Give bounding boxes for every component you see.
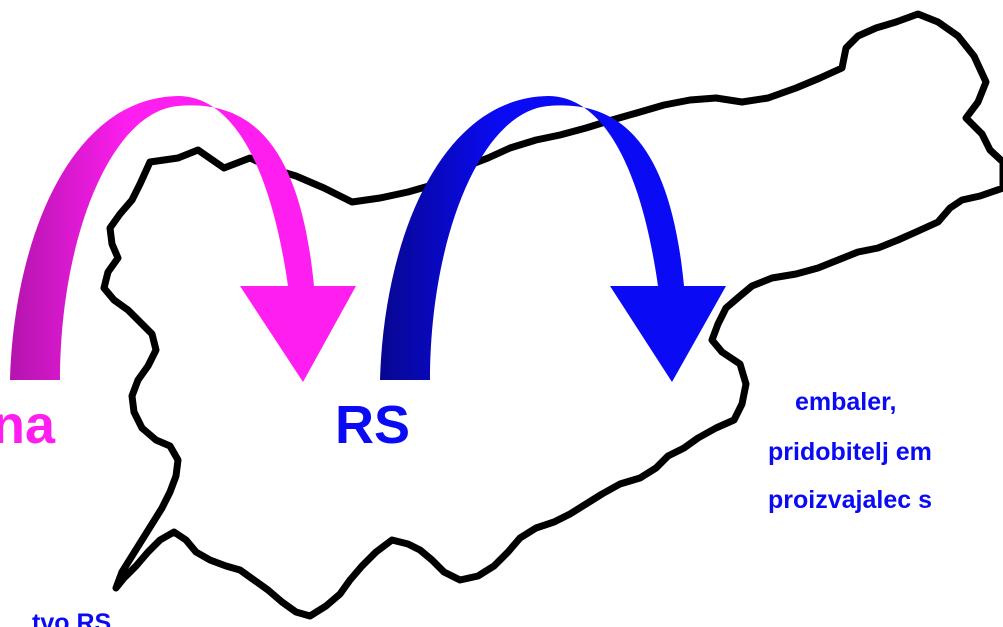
note-line-1: embaler, [795,388,897,416]
note-line-2: pridobitelj em [768,438,932,466]
note-line-3: proizvajalec s [768,486,932,514]
rs-label: RS [335,395,411,455]
blue-curved-arrow [380,96,726,382]
origin-label: na [0,395,56,455]
magenta-curved-arrow [10,96,356,382]
bottom-label: tvo RS [32,609,112,627]
slovenia-map-outline [100,10,1003,620]
